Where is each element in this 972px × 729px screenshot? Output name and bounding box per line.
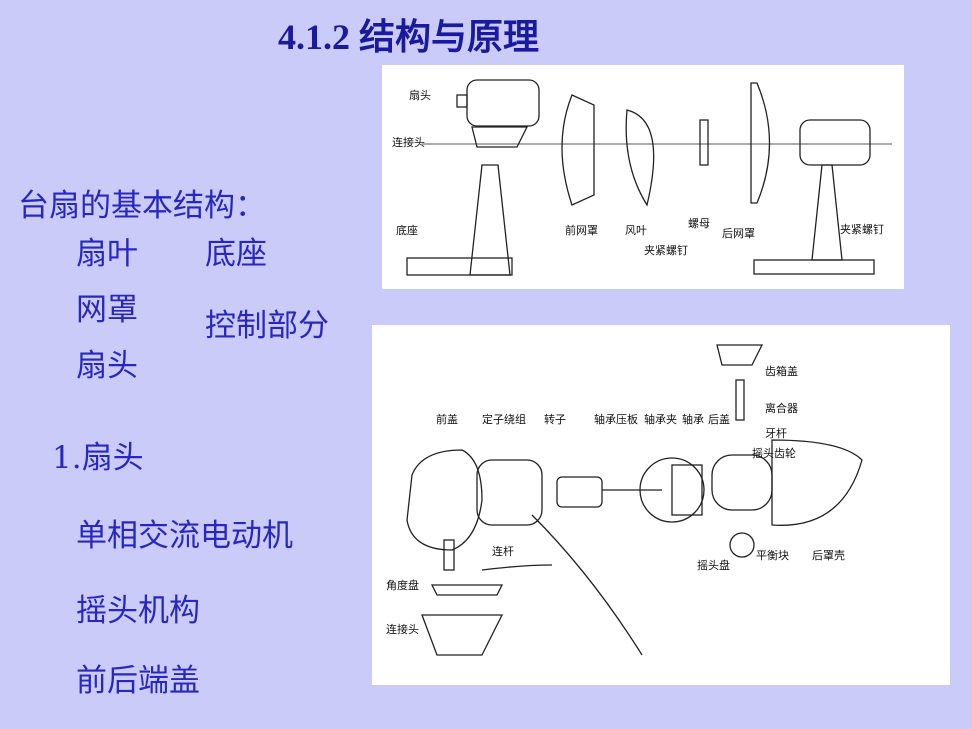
- item-motor: 单相交流电动机: [76, 518, 293, 554]
- label-link-rod: 连杆: [492, 545, 514, 558]
- label-oscillating-disc: 摇头盘: [697, 559, 730, 572]
- label-gearbox-cover: 齿箱盖: [765, 365, 798, 378]
- label-base: 底座: [396, 224, 418, 237]
- structure-heading: 台扇的基本结构：: [18, 188, 266, 224]
- slide-title: 4.1.2 结构与原理: [278, 17, 540, 57]
- item-base: 底座: [205, 236, 267, 272]
- label-rear-cover: 后盖: [708, 413, 730, 426]
- label-worm-shaft: 牙杆: [765, 427, 787, 440]
- label-bearing: 轴承: [682, 413, 704, 426]
- motor-exploded-drawing: [406, 344, 863, 656]
- label-front-cover: 前盖: [436, 413, 458, 426]
- label-connector: 连接头: [392, 136, 425, 149]
- label-bearing-clip: 轴承夹: [644, 413, 677, 426]
- fan-head-exploded-figure: 前盖 定子绕组 转子 轴承压板 轴承夹 轴承 后盖 齿箱盖 离合器 牙杆 摇头齿…: [372, 325, 950, 685]
- label-clamp-screw-2: 夹紧螺钉: [840, 223, 884, 236]
- label-rear-guard: 后网罩: [722, 227, 755, 240]
- item-oscillation: 摇头机构: [76, 593, 200, 629]
- label-angle-disc: 角度盘: [386, 579, 419, 592]
- label-clamp-screw: 夹紧螺钉: [644, 244, 688, 257]
- label-stator: 定子绕组: [482, 413, 526, 426]
- fan-exploded-drawing: [406, 79, 892, 276]
- label-blade: 风叶: [625, 224, 647, 237]
- label-rotor: 转子: [544, 413, 566, 426]
- label-nut: 螺母: [688, 217, 710, 230]
- item-fan-head: 扇头: [76, 348, 138, 384]
- item-guard: 网罩: [76, 292, 138, 328]
- fan-structure-figure: 扇头 连接头 底座 前网罩 风叶 夹紧螺钉 螺母 后网罩 夹紧螺钉: [382, 65, 904, 289]
- label-clutch: 离合器: [765, 402, 798, 415]
- label-fan-head: 扇头: [409, 89, 431, 102]
- label-connector: 连接头: [386, 623, 419, 636]
- section-fan-head: 1.扇头: [52, 440, 144, 476]
- label-balance-block: 平衡块: [756, 549, 789, 562]
- label-bearing-plate: 轴承压板: [594, 413, 638, 426]
- label-rear-shell: 后罩壳: [812, 549, 845, 562]
- item-fan-blade: 扇叶: [76, 236, 138, 272]
- item-control: 控制部分: [205, 308, 329, 344]
- label-front-guard: 前网罩: [565, 224, 598, 237]
- label-oscillating-gear: 摇头齿轮: [752, 447, 796, 460]
- item-end-covers: 前后端盖: [76, 663, 200, 699]
